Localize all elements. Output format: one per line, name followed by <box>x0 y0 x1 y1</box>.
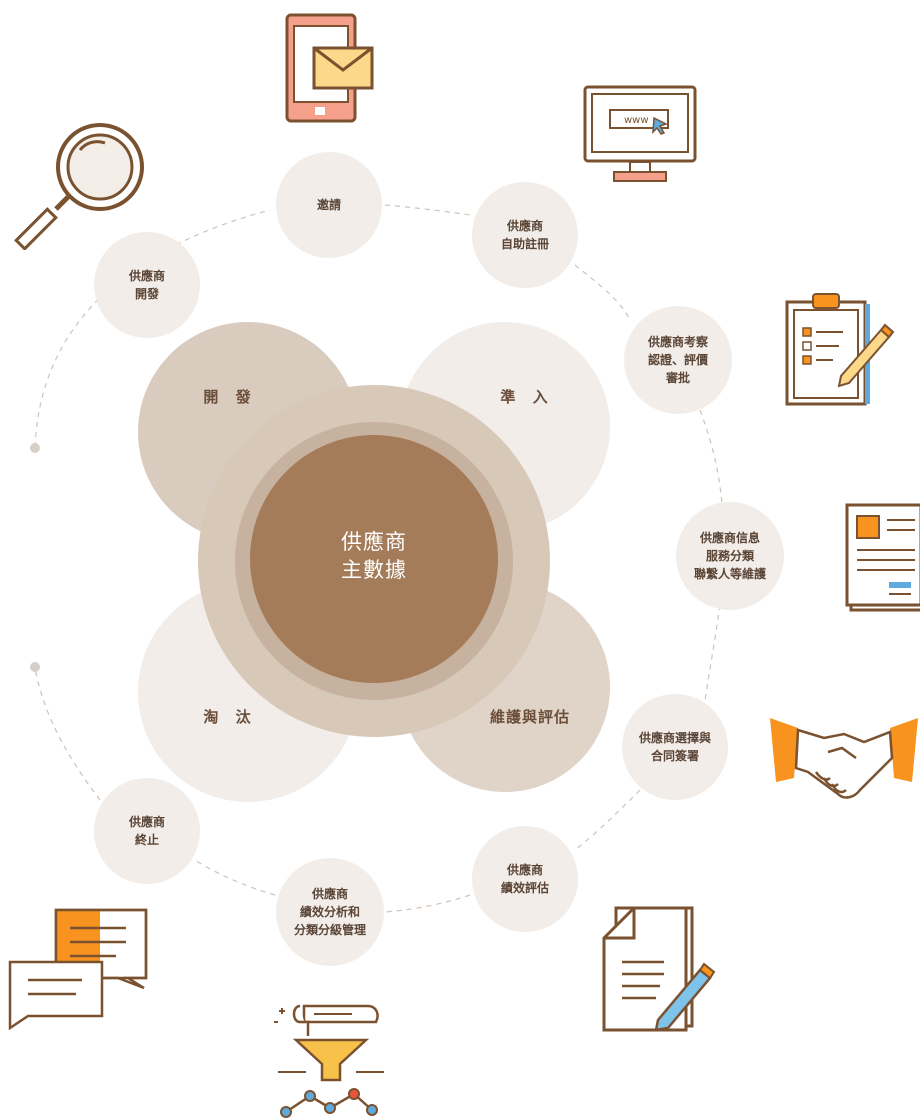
step-performance-analysis[interactable]: 供應商 績效分析和 分類分級管理 <box>276 858 384 966</box>
step-performance-eval-line1: 供應商 <box>506 863 543 877</box>
step-self-register-line2: 自助註冊 <box>500 237 549 251</box>
step-info-maintain[interactable]: 供應商信息 服務分類 聯繫人等維護 <box>676 502 784 610</box>
chat-icon <box>8 908 148 1030</box>
step-terminate-line1: 供應商 <box>128 815 165 829</box>
step-info-maintain-line2: 服務分類 <box>705 549 754 563</box>
phase-develop-label: 開 發 <box>203 388 257 406</box>
step-develop-line1: 供應商 <box>128 269 165 283</box>
step-info-maintain-line1: 供應商信息 <box>699 531 760 545</box>
step-inspection-line2: 認證、評價 <box>647 353 708 367</box>
step-terminate[interactable]: 供應商 終止 <box>94 778 200 884</box>
step-inspection-line1: 供應商考察 <box>647 335 708 349</box>
phase-eliminate-label: 淘 汰 <box>203 708 257 726</box>
step-contract-line2: 合同簽署 <box>650 749 699 763</box>
center-title-line2: 主數據 <box>341 558 407 582</box>
clipboard-icon <box>785 293 895 406</box>
center-core[interactable] <box>250 435 498 683</box>
step-develop-line2: 開發 <box>134 287 159 301</box>
step-self-register[interactable]: 供應商 自助註冊 <box>472 182 578 288</box>
phase-maintain-label: 維護與評估 <box>489 708 570 726</box>
phone-mail-icon <box>285 13 374 123</box>
handshake-icon <box>770 718 918 799</box>
funnel-chart-icon <box>274 1004 384 1118</box>
step-terminate-line2: 終止 <box>134 833 159 847</box>
magnifier-icon <box>14 123 144 250</box>
step-inspection-line3: 審批 <box>665 371 690 385</box>
step-performance-analysis-line2: 績效分析和 <box>299 905 360 919</box>
step-self-register-line1: 供應商 <box>506 219 543 233</box>
step-contract-line1: 供應商選擇與 <box>638 731 711 745</box>
step-inspection[interactable]: 供應商考察 認證、評價 審批 <box>624 306 732 414</box>
step-performance-eval-line2: 績效評估 <box>500 881 549 895</box>
step-contract[interactable]: 供應商選擇與 合同簽署 <box>622 694 728 800</box>
monitor-www-icon: www <box>583 85 697 182</box>
www-text: www <box>624 115 649 126</box>
step-develop[interactable]: 供應商 開發 <box>94 232 200 338</box>
step-performance-analysis-line1: 供應商 <box>311 887 348 901</box>
orbit-endpoint-top <box>30 443 40 453</box>
orbit-endpoint-bottom <box>30 662 40 672</box>
center-title: 供應商 主數據 <box>250 528 498 584</box>
contract-pen-icon <box>602 906 716 1032</box>
document-icon <box>845 503 920 612</box>
step-performance-analysis-line3: 分類分級管理 <box>293 923 366 937</box>
step-invite[interactable]: 邀請 <box>276 152 382 258</box>
step-info-maintain-line3: 聯繫人等維護 <box>693 567 766 581</box>
phase-admit-label: 準 入 <box>500 388 554 406</box>
step-invite-line1: 邀請 <box>316 198 341 212</box>
center-title-line1: 供應商 <box>341 530 407 554</box>
step-performance-eval[interactable]: 供應商 績效評估 <box>472 826 578 932</box>
